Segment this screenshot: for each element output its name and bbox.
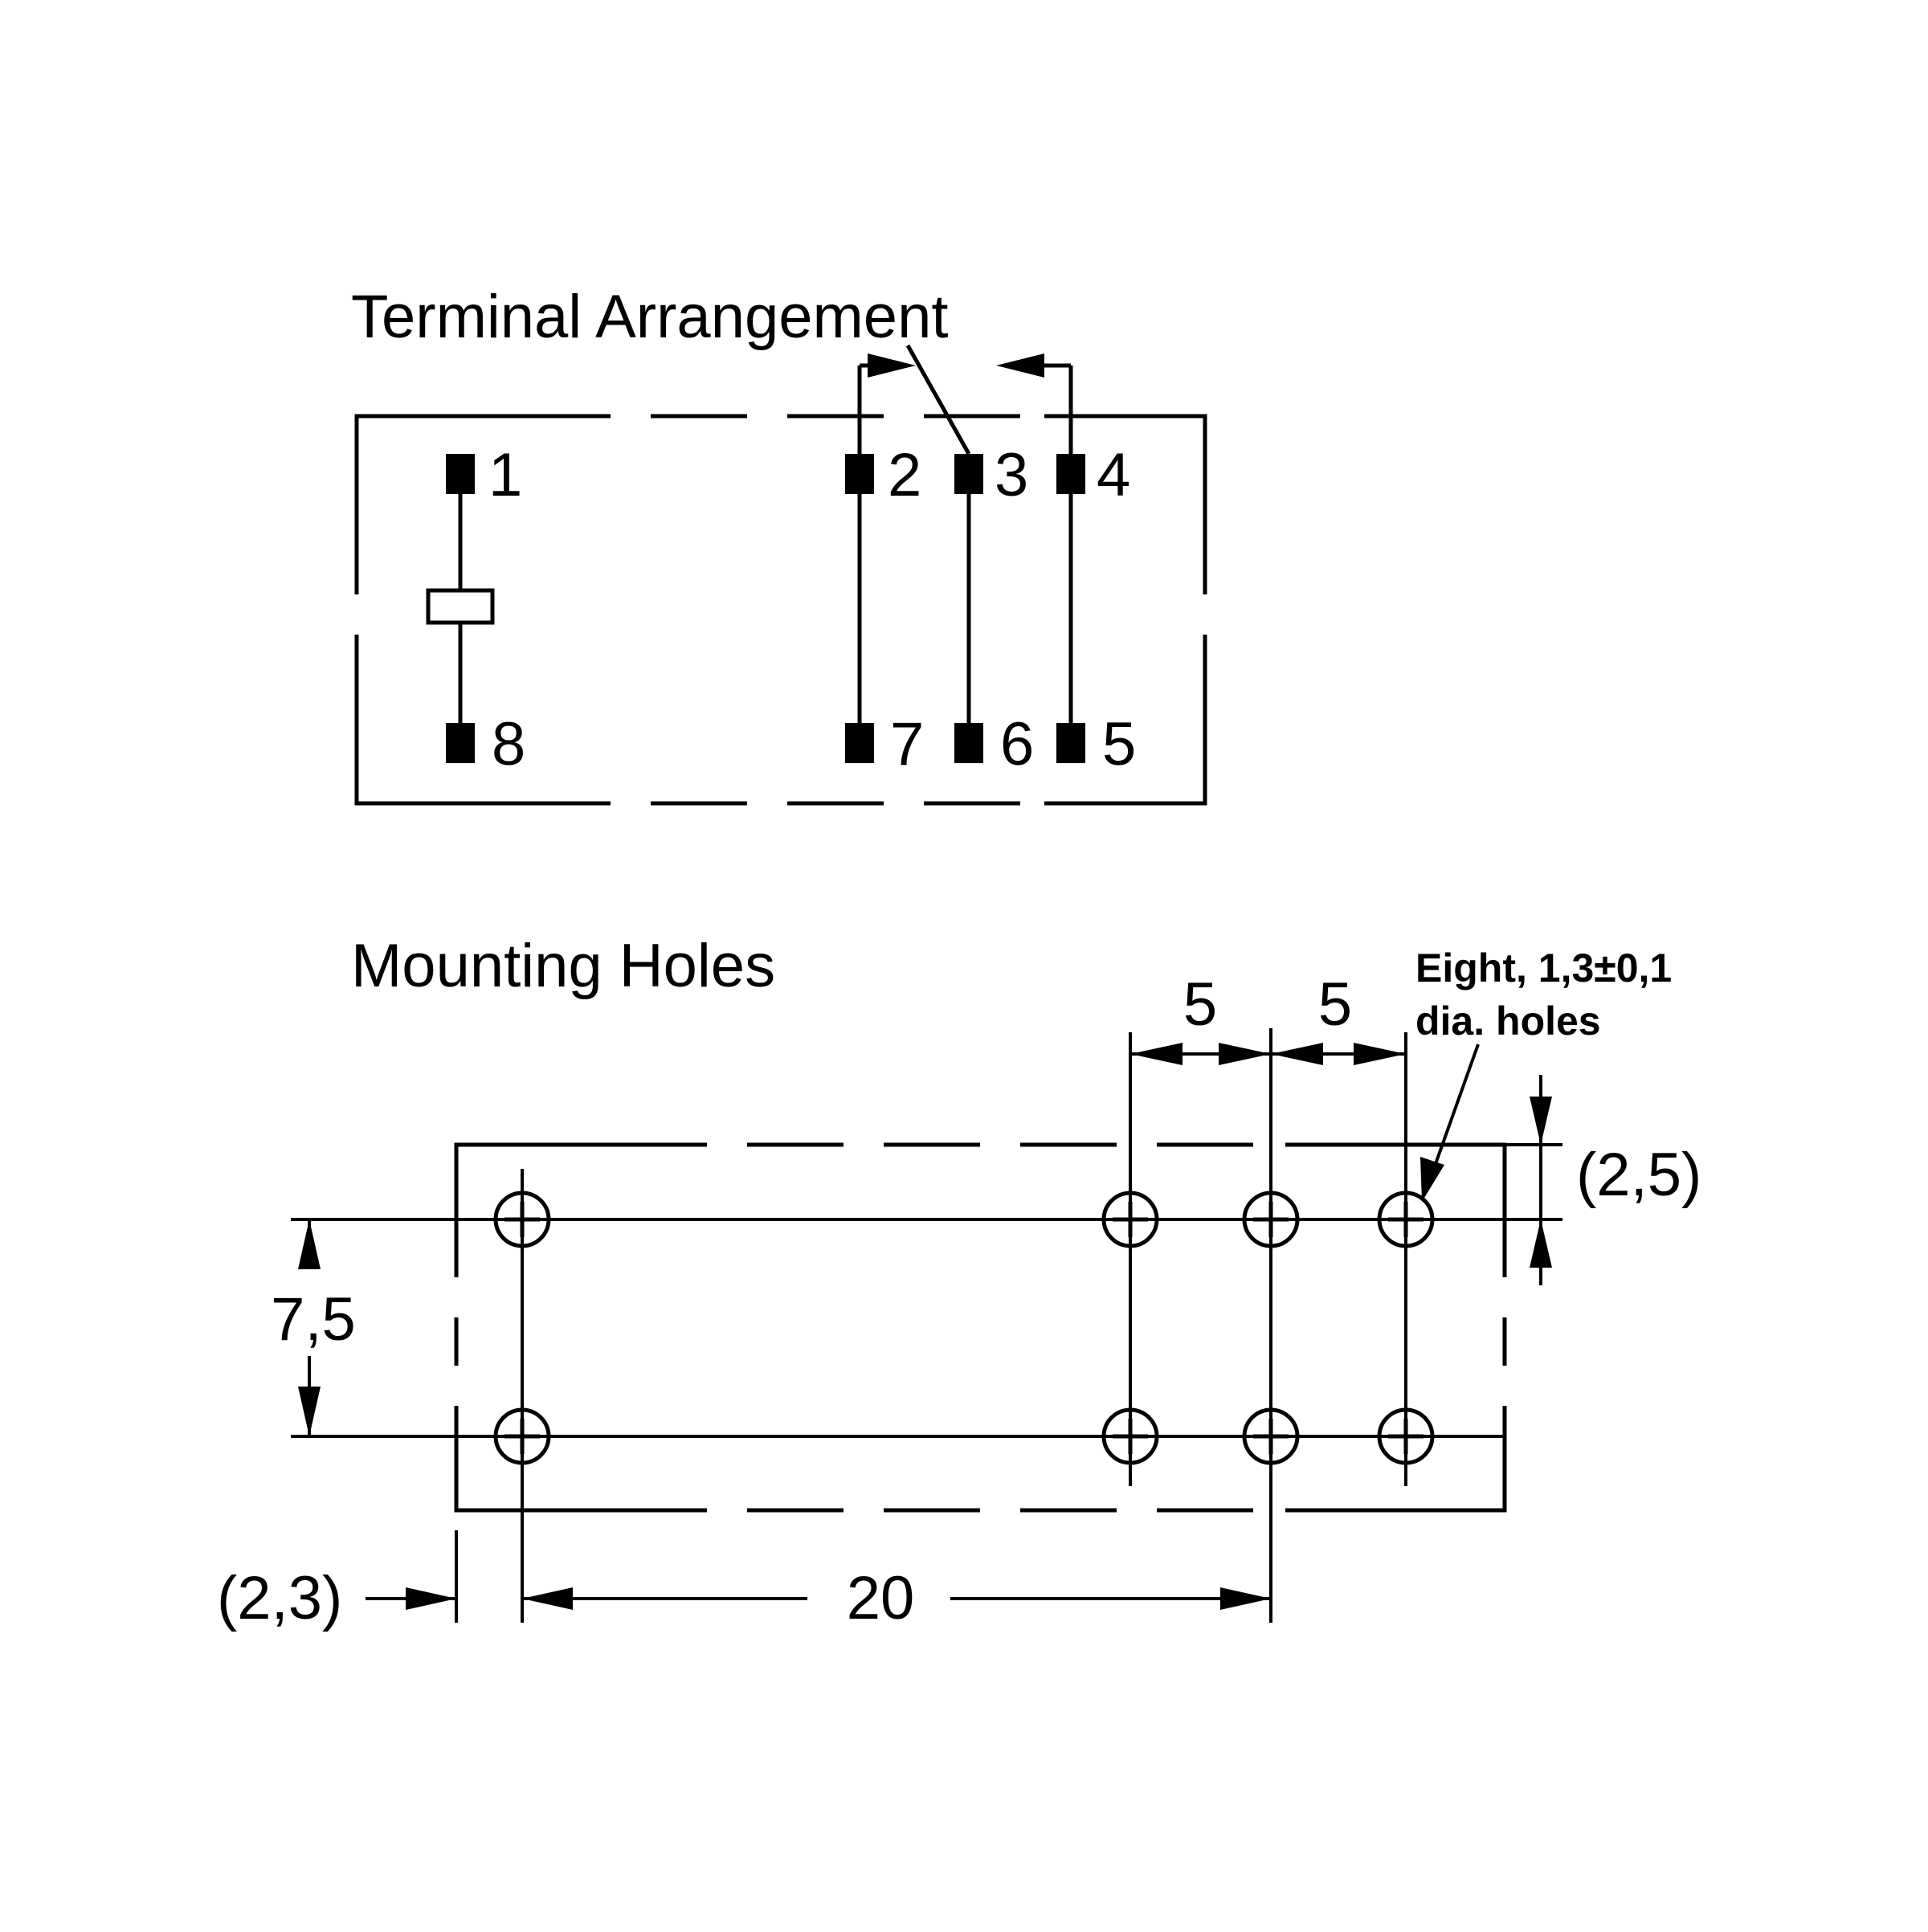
pad-6 (954, 723, 983, 763)
pitch-dimension: 5 5 (1130, 970, 1406, 1065)
dim-edge-left: (2,3) (217, 1564, 342, 1632)
dim-pitch-2: 5 (1318, 970, 1352, 1039)
hole-icon (493, 1191, 551, 1248)
hole-icon (1242, 1191, 1300, 1248)
pad-2 (845, 454, 874, 494)
pin-label-2: 2 (888, 441, 921, 509)
pin-label-8: 8 (492, 710, 525, 778)
pad-1 (446, 454, 475, 494)
hole-note: Eight, 1,3±0,1 dia. holes (1415, 946, 1672, 1202)
coil-symbol (426, 474, 495, 743)
terminal-arrangement: Terminal Arrangement (351, 283, 1207, 806)
pin-label-7: 7 (890, 710, 924, 778)
terminal-title: Terminal Arrangement (351, 283, 948, 351)
edge-dimension-top: (2,5) (1530, 1075, 1701, 1285)
switch-mechanism (860, 344, 1071, 455)
hole-icon (493, 1407, 551, 1465)
hole-icon (1101, 1407, 1159, 1465)
pad-7 (845, 723, 874, 763)
pad-3 (954, 454, 983, 494)
span-dimension: (2,3) 20 (217, 1564, 1271, 1632)
mounting-title: Mounting Holes (351, 932, 775, 1000)
hole-icon (1377, 1191, 1435, 1248)
pin-label-6: 6 (1000, 710, 1034, 778)
pad-5 (1056, 723, 1085, 763)
hole-symbols (493, 1191, 1435, 1465)
mounting-holes: Mounting Holes (217, 932, 1701, 1632)
row-dimension: 7,5 (271, 1219, 356, 1436)
mounting-outline (454, 1142, 1507, 1513)
pin-label-3: 3 (995, 441, 1028, 509)
dim-edge-top: (2,5) (1576, 1141, 1701, 1209)
dim-span: 20 (847, 1564, 915, 1632)
dim-pitch-1: 5 (1183, 970, 1217, 1039)
hole-icon (1242, 1407, 1300, 1465)
pin-label-1: 1 (488, 441, 522, 509)
note-line-1: Eight, 1,3±0,1 (1415, 946, 1672, 991)
pad-8 (446, 723, 475, 763)
note-line-2: dia. holes (1415, 999, 1601, 1044)
pin-label-4: 4 (1097, 441, 1130, 509)
dim-row: 7,5 (271, 1285, 356, 1354)
pad-4 (1056, 454, 1085, 494)
hole-icon (1377, 1407, 1435, 1465)
pin-label-5: 5 (1102, 710, 1136, 778)
hole-icon (1101, 1191, 1159, 1248)
terminal-outline (354, 414, 1207, 806)
